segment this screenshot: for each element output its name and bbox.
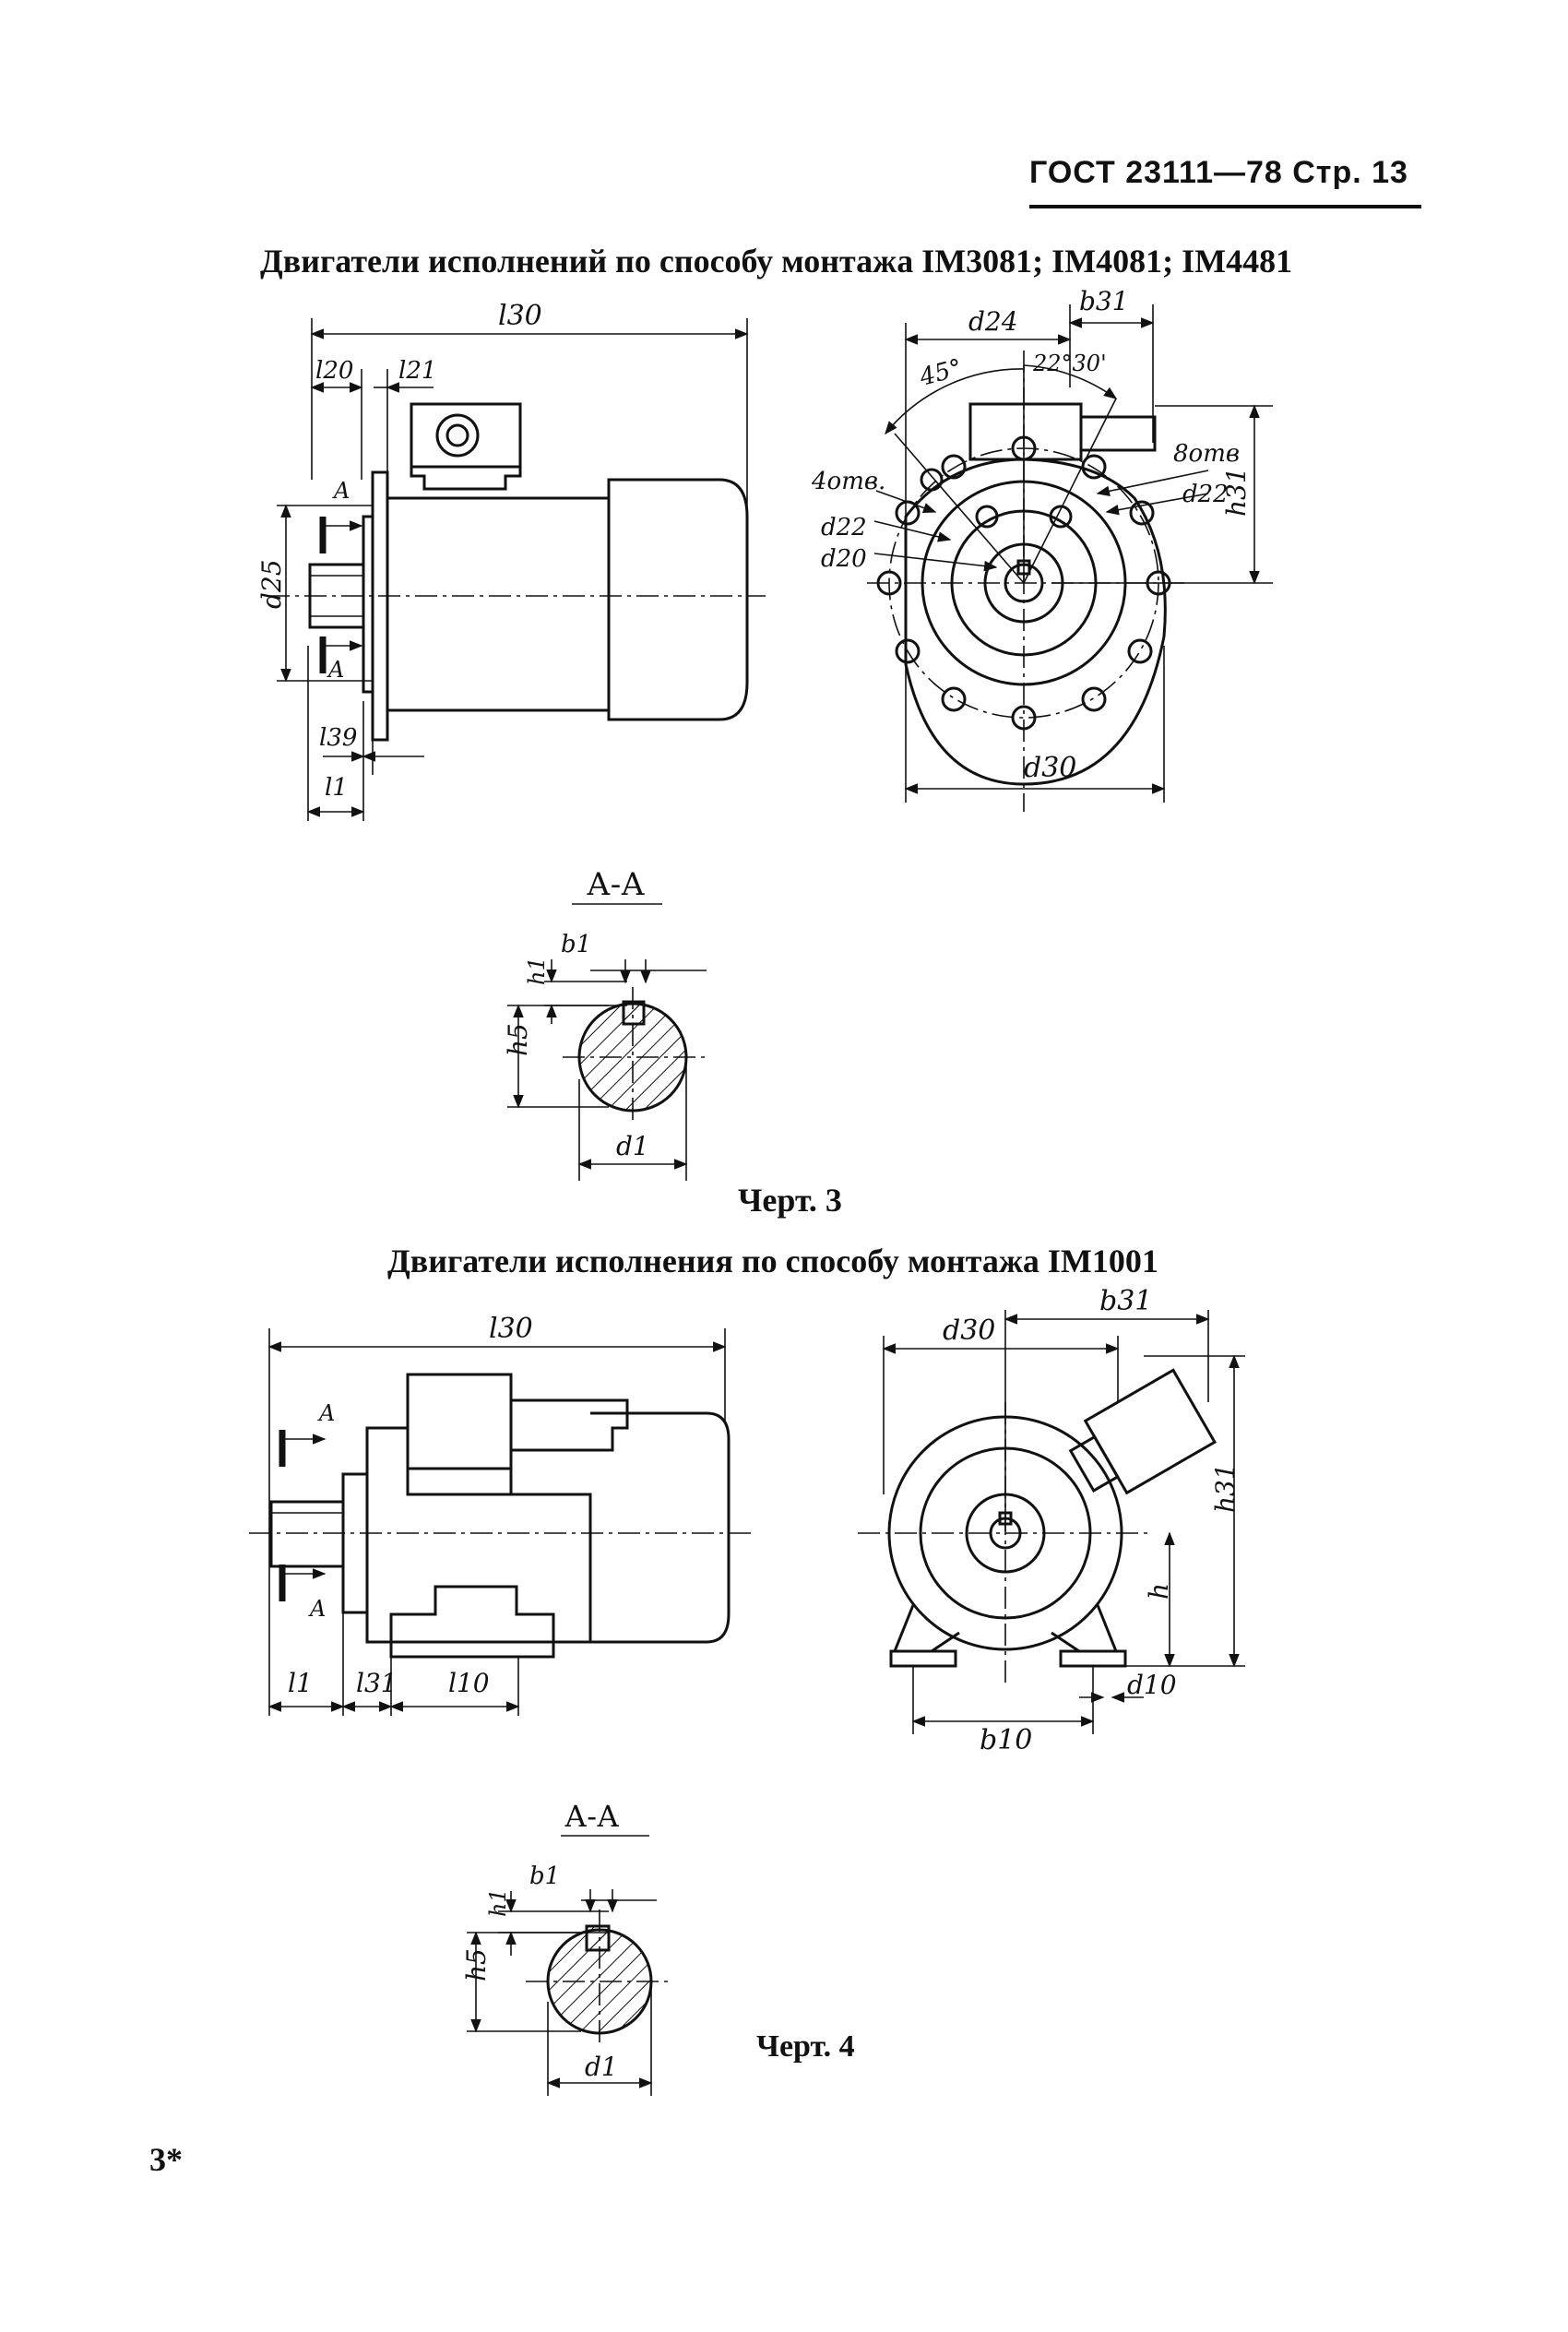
fig3-label-l21: l21 — [398, 357, 436, 385]
fig3-label-a-bottom: A — [327, 657, 344, 683]
fig3-label-b1: b1 — [561, 931, 591, 958]
fig4-label-h31: h31 — [1210, 1463, 1241, 1513]
fig3-label-d24: d24 — [968, 306, 1018, 337]
fig4-label-l30: l30 — [489, 1313, 533, 1345]
fig4-side-view: l30 A A l1 l31 l10 — [249, 1313, 756, 1716]
fig3-label-h31: h31 — [1221, 467, 1252, 517]
fig3-caption: Черт. 3 — [738, 1182, 842, 1219]
fig4-label-a-top: A — [317, 1400, 335, 1426]
fig3-label-l20: l20 — [315, 357, 353, 385]
fig3-section-aa: А-А b1 h1 h5 d1 — [503, 866, 710, 1181]
fig4-label-h: h — [1144, 1583, 1174, 1600]
fig4-label-h5: h5 — [461, 1948, 492, 1981]
fig3-label-l1: l1 — [325, 774, 348, 802]
fig3-label-d25: d25 — [256, 559, 287, 609]
fig3-label-angle45: 45° — [916, 354, 965, 392]
fig3-front-view: d24 b31 45° 22°30' 8отв d22 4отв. d22 d2… — [811, 286, 1273, 812]
fig4-section-aa: А-А b1 h1 h5 d1 — [461, 1799, 673, 2096]
fig3-label-d20: d20 — [821, 545, 867, 573]
fig4-label-b31: b31 — [1099, 1285, 1152, 1317]
fig4-label-h1: h1 — [485, 1888, 511, 1917]
fig4-caption: Черт. 4 — [756, 2029, 855, 2064]
fig3-side-view: l30 l20 l21 A A d25 l39 l1 — [256, 300, 766, 821]
fig3-label-d22-right: d22 — [1182, 481, 1229, 508]
fig3-label-d30: d30 — [1024, 752, 1076, 784]
fig4-label-b1: b1 — [529, 1862, 560, 1890]
fig3-label-a-top: A — [332, 478, 350, 504]
fig3-label-angle22: 22°30' — [1032, 351, 1107, 376]
fig4-label-b10: b10 — [980, 1724, 1032, 1756]
section2-title: Двигатели исполнения по способу монтажа … — [387, 1243, 1158, 1279]
fig3-label-b31: b31 — [1079, 286, 1129, 316]
page-number: 3* — [149, 2141, 183, 2178]
fig4-label-d30: d30 — [943, 1315, 995, 1347]
fig4-front-view: d30 b31 h31 h b10 d10 — [858, 1285, 1245, 1756]
fig4-section-title: А-А — [564, 1799, 619, 1834]
fig4-label-l31: l31 — [356, 1668, 398, 1698]
header-rule — [1029, 205, 1421, 208]
fig3-label-d1: d1 — [616, 1131, 649, 1161]
fig4-label-d1: d1 — [585, 2052, 618, 2082]
fig3-label-d22-left: d22 — [821, 514, 867, 541]
fig4-label-d10: d10 — [1127, 1670, 1177, 1700]
fig3-label-l30: l30 — [498, 300, 542, 332]
page-header: ГОСТ 23111—78 Стр. 13 — [1029, 155, 1408, 190]
fig4-label-l1: l1 — [288, 1668, 313, 1698]
section1-title: Двигатели исполнений по способу монтажа … — [260, 243, 1293, 280]
fig3-label-l39: l39 — [319, 724, 357, 752]
fig3-section-title: А-А — [587, 866, 645, 903]
fig4-label-l10: l10 — [448, 1668, 490, 1698]
fig3-label-4holes: 4отв. — [811, 468, 885, 495]
fig4-label-a-bottom: A — [308, 1596, 326, 1622]
fig3-label-h1: h1 — [524, 957, 550, 985]
fig3-label-8holes: 8отв — [1173, 440, 1240, 468]
fig3-label-h5: h5 — [503, 1023, 533, 1056]
